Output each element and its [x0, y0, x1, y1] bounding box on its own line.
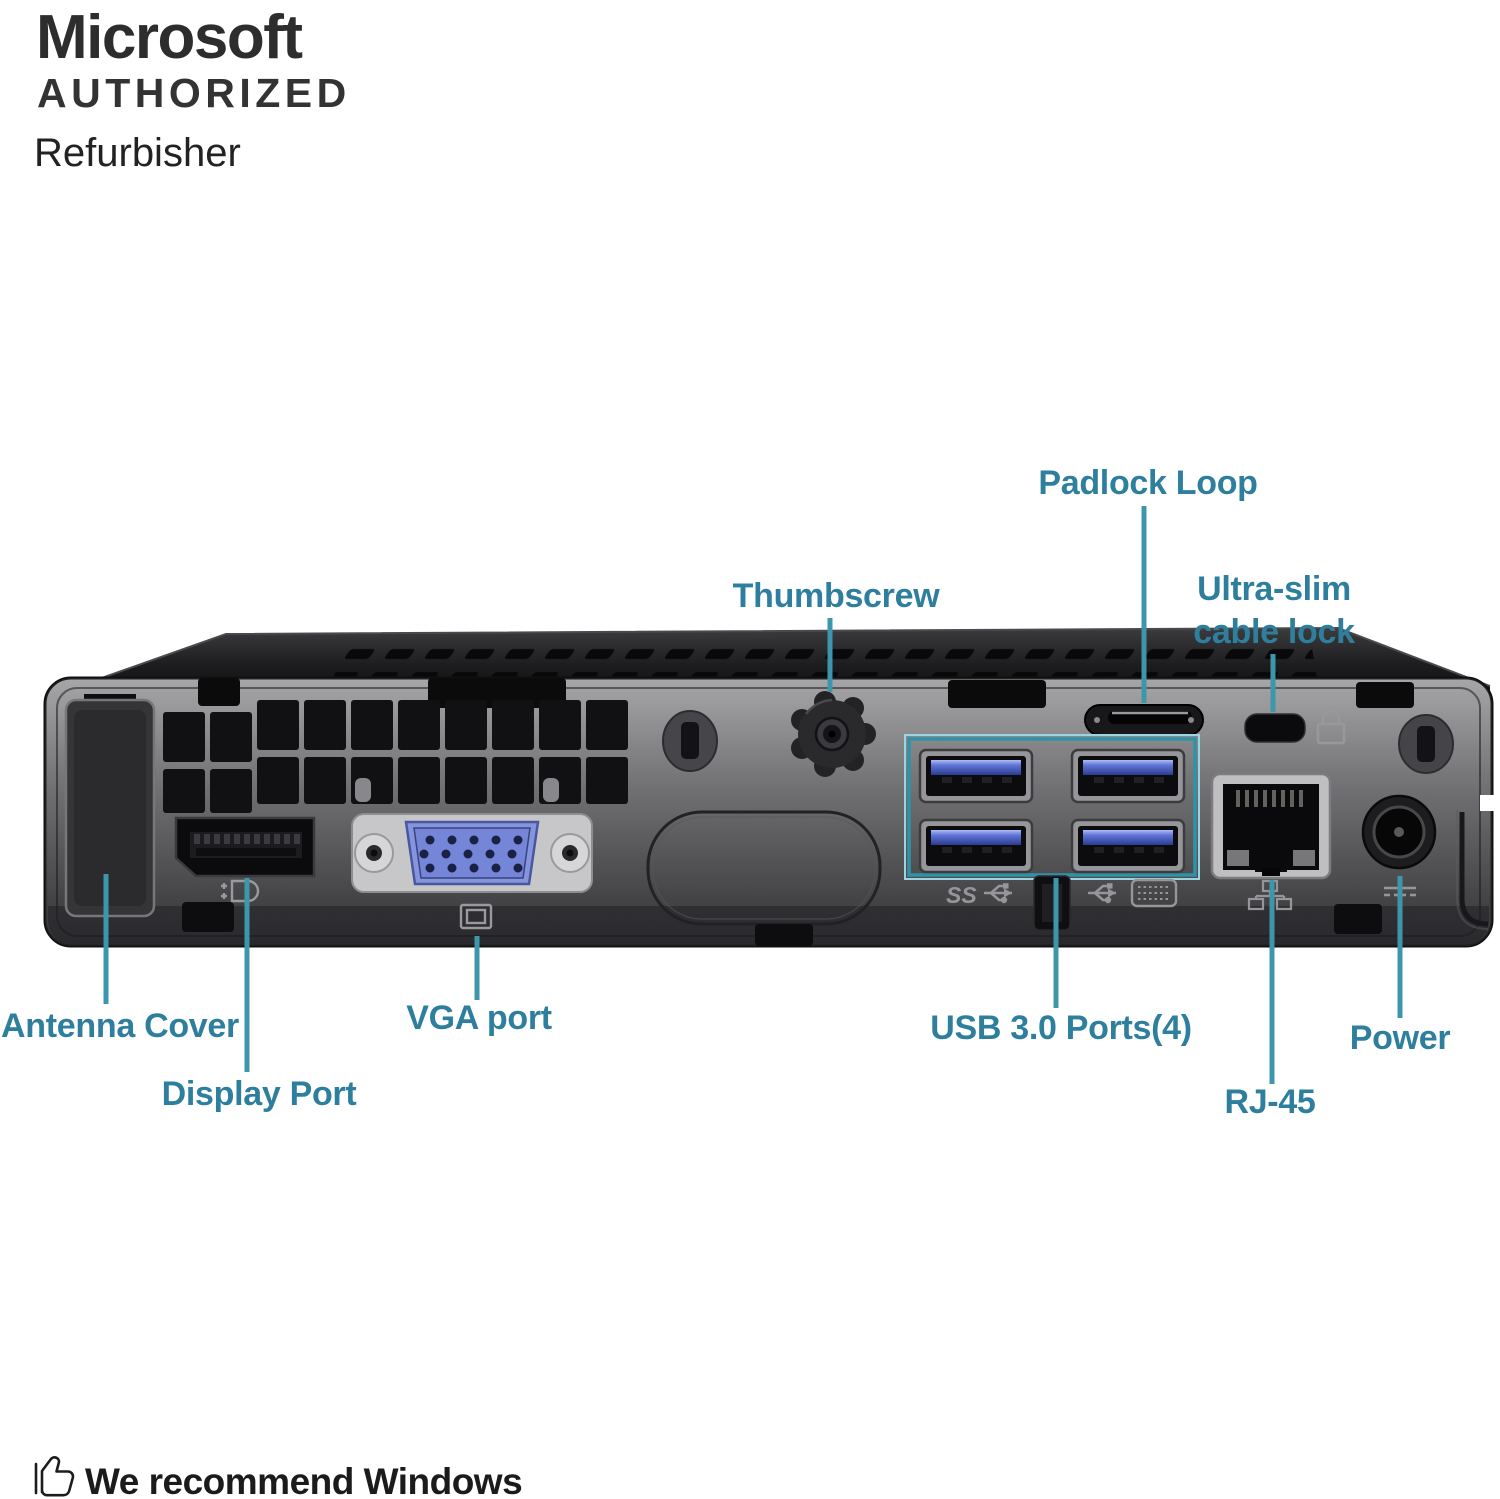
thumbs-up-icon — [34, 1456, 75, 1497]
right-edge-groove — [1456, 795, 1494, 930]
label-usb-ports: USB 3.0 Ports(4) — [930, 1009, 1192, 1047]
keyhole-mount-right — [1398, 714, 1454, 774]
label-padlock-loop: Padlock Loop — [1038, 464, 1257, 502]
mini-pc-rear-view: SS — [43, 626, 1494, 948]
padlock-loop — [1084, 704, 1204, 736]
usb-port-2 — [1070, 748, 1186, 804]
brand-line-authorized: AUTHORIZED — [37, 70, 351, 116]
microsoft-authorized-refurbisher-logo: Microsoft AUTHORIZED Refurbisher — [34, 3, 351, 175]
label-power: Power — [1350, 1019, 1451, 1057]
vent-grid — [163, 700, 628, 813]
label-rj45: RJ-45 — [1224, 1083, 1315, 1121]
vga-port — [351, 813, 593, 893]
label-display-port: Display Port — [162, 1075, 357, 1113]
cable-lock-slot — [1244, 713, 1306, 743]
displayport-port — [174, 816, 316, 878]
keyhole-mount-left — [662, 710, 718, 772]
thumbscrew — [791, 691, 876, 777]
rj45-port — [1210, 772, 1332, 880]
vga-monitor-icon — [459, 903, 493, 930]
antenna-cover — [64, 694, 156, 918]
label-ultra-slim-line2: cable lock — [1193, 613, 1355, 651]
bottom-tabs — [182, 902, 1382, 946]
label-vga-port: VGA port — [406, 999, 552, 1037]
brand-line-refurbisher: Refurbisher — [34, 131, 241, 175]
svg-text:SS: SS — [946, 882, 977, 908]
callout-lines — [103, 506, 1403, 1084]
label-thumbscrew: Thumbscrew — [733, 577, 941, 615]
callout-labels: Padlock Loop Thumbscrew Ultra-slim cable… — [1, 464, 1451, 1121]
usb-keyboard-icon — [1086, 878, 1178, 908]
usb-port-4 — [1070, 818, 1186, 874]
usb-highlight-box — [907, 737, 1197, 877]
footer: We recommend Windows — [34, 1456, 523, 1499]
usb-port-1 — [918, 748, 1034, 804]
lid-vent-slots — [332, 636, 1318, 688]
cable-clip — [1033, 875, 1071, 931]
label-ultra-slim-line1: Ultra-slim — [1197, 570, 1351, 608]
padlock-icon — [1316, 709, 1346, 745]
brand-line-microsoft: Microsoft — [36, 3, 302, 72]
power-jack — [1361, 794, 1437, 870]
usb3-ss-icon: SS — [946, 881, 1014, 908]
usb-port-3 — [918, 818, 1034, 874]
footer-text: We recommend Windows — [85, 1461, 522, 1499]
label-antenna-cover: Antenna Cover — [1, 1007, 239, 1045]
